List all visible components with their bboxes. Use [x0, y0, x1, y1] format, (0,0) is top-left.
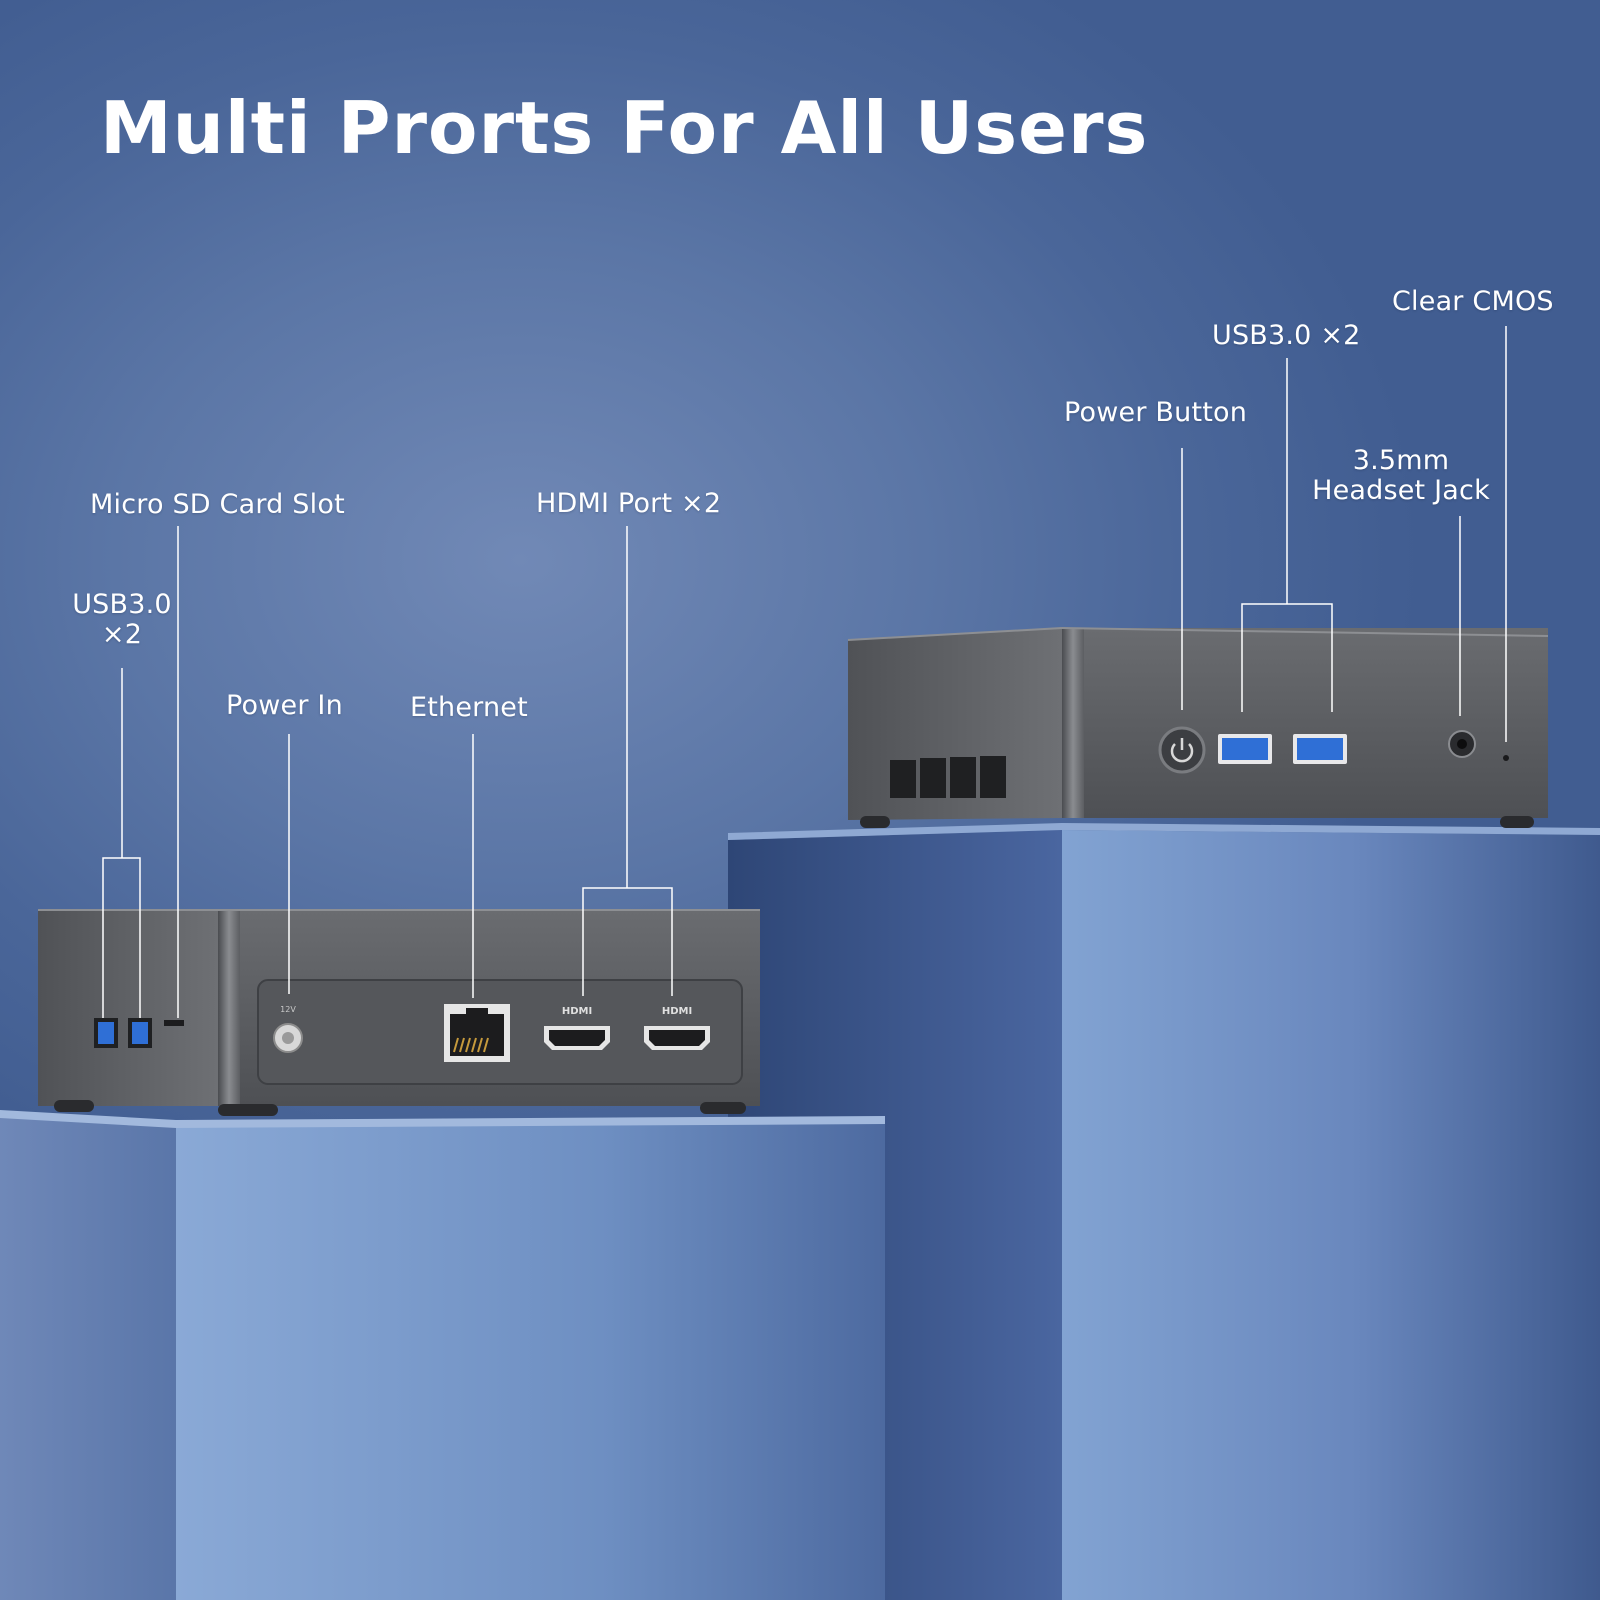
- hdmi-port-icon: HDMI: [544, 1006, 610, 1050]
- ethernet-port-icon: [444, 1004, 510, 1062]
- usb-port-icon: [128, 1018, 152, 1048]
- dc-in-marking: 12V: [280, 1005, 296, 1014]
- label-headset-jack: 3.5mm Headset Jack: [1310, 446, 1492, 506]
- label-usb-left: USB3.0 ×2: [66, 590, 178, 650]
- label-usb-right: USB3.0 ×2: [1212, 320, 1361, 351]
- clear-cmos-icon: [1503, 755, 1509, 761]
- left-mini-pc: 12V HDMI HDMI: [38, 909, 760, 1116]
- label-clear-cmos: Clear CMOS: [1392, 286, 1554, 317]
- right-mini-pc: [847, 627, 1549, 828]
- label-usb-left-line1: USB3.0: [72, 589, 172, 620]
- label-hdmi: HDMI Port ×2: [536, 488, 722, 519]
- hdmi-logo: HDMI: [562, 1006, 592, 1017]
- hdmi-logo: HDMI: [662, 1006, 692, 1017]
- usb-port-icon: [1218, 734, 1272, 764]
- label-headset-line1: 3.5mm: [1352, 445, 1450, 476]
- label-power-button: Power Button: [1064, 397, 1248, 428]
- label-ethernet: Ethernet: [410, 692, 528, 723]
- usb-port-icon: [1293, 734, 1347, 764]
- headset-jack-icon: [1448, 730, 1476, 758]
- callout-lines: [102, 326, 1507, 1018]
- label-power-in: Power In: [226, 690, 343, 721]
- label-headset-line2: Headset Jack: [1312, 475, 1490, 506]
- micro-sd-slot-icon: [164, 1020, 184, 1026]
- power-button-icon: [1158, 726, 1206, 774]
- vent-grille: [890, 756, 1006, 798]
- power-in-icon: 12V: [273, 1005, 303, 1053]
- usb-port-icon: [94, 1018, 118, 1048]
- left-pedestal: [0, 1110, 885, 1600]
- label-micro-sd: Micro SD Card Slot: [90, 489, 345, 520]
- page-title: Multi Prorts For All Users: [100, 86, 1149, 170]
- label-usb-left-line2: ×2: [101, 619, 143, 650]
- hdmi-port-icon: HDMI: [644, 1006, 710, 1050]
